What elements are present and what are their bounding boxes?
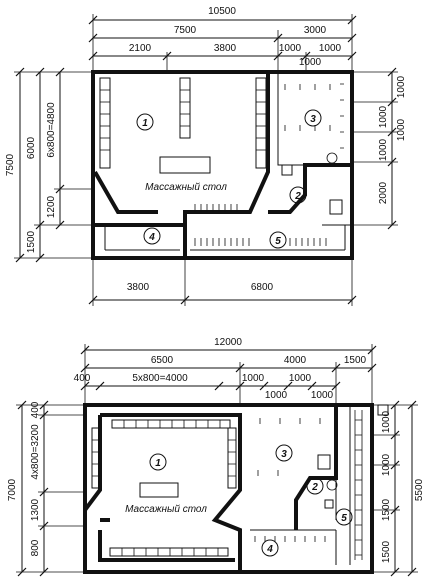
plan1-dim-left-panels: 6x800=4800 — [46, 102, 57, 158]
plan2-dim-left: 6500 — [151, 355, 174, 366]
plan1-dim-bottom-right: 6800 — [251, 282, 274, 293]
plan2-dim-left-top: 400 — [30, 401, 41, 418]
plan1-dim-right: 3000 — [304, 25, 327, 36]
plan2-massage-table — [139, 482, 179, 498]
plan1-room-1: 1 — [142, 118, 148, 129]
plan1-massage-table — [159, 156, 211, 174]
plan2-dim-right-r1: 1000 — [381, 410, 392, 433]
plan2-right-dimensions: 1000 1000 1500 1500 5500 — [372, 400, 425, 577]
plan1-bottom-dimensions: 3800 6800 — [88, 258, 357, 306]
plan1-room-labels: 1 2 3 4 5 Массажный стол — [136, 109, 322, 249]
plan2-dim-seg-e: 1000 — [265, 390, 288, 401]
plan1-equipment — [99, 77, 344, 246]
plan-2: 12000 6500 4000 1500 400 5x800=4000 1000… — [7, 337, 425, 577]
plan1-room-5: 5 — [275, 236, 281, 247]
plan1-dim-left: 7500 — [174, 25, 197, 36]
plan1-walls — [91, 70, 354, 260]
plan1-dim-overall: 10500 — [208, 6, 236, 17]
plan1-dim-right-r3: 1000 — [396, 118, 407, 141]
plan2-walls — [83, 403, 374, 574]
plan1-room-4: 4 — [148, 232, 155, 243]
plan2-room-labels: 1 2 3 4 5 Массажный стол — [125, 444, 353, 557]
plan1-dim-bottom-left: 3800 — [127, 282, 150, 293]
plan2-dim-mid: 4000 — [284, 355, 307, 366]
plan2-dim-seg-f: 1000 — [311, 390, 334, 401]
plan2-dim-left-mid: 1300 — [30, 498, 41, 521]
plan2-dim-seg-d: 1000 — [289, 373, 312, 384]
plan2-dim-seg-b: 5x800=4000 — [132, 373, 188, 384]
plan2-left-dimensions: 7000 400 4x800=3200 1300 800 — [7, 400, 85, 577]
plan2-dim-seg-a: 400 — [74, 373, 91, 384]
plan1-dim-left-inner: 6000 — [26, 136, 37, 159]
plan1-dim-seg-d: 1000 — [319, 43, 342, 54]
plan2-dim-right-overall: 5500 — [414, 478, 425, 501]
plan2-dim-right-r4: 1500 — [381, 540, 392, 563]
plan2-room-4: 4 — [266, 544, 273, 555]
plan2-dim-right: 1500 — [344, 355, 367, 366]
plan1-left-dimensions: 7500 6000 1500 6x800=4800 1200 — [5, 67, 93, 263]
plan1-right-dimensions: 1000 1000 1000 1000 2000 — [352, 67, 407, 230]
plan2-dim-left-bottom: 800 — [30, 539, 41, 556]
plan1-top-dimensions: 10500 7500 3000 2100 3800 1000 1000 1000 — [88, 6, 357, 72]
plan1-dim-seg-a: 2100 — [129, 43, 152, 54]
plan1-dim-right-r2: 1000 — [378, 105, 389, 128]
plan2-dim-left-panels: 4x800=3200 — [30, 424, 41, 480]
plan1-dim-right-r1: 1000 — [396, 75, 407, 98]
plan1-dim-seg-c: 1000 — [279, 43, 302, 54]
plan1-dim-left-lower: 1200 — [46, 195, 57, 218]
plan2-room-5: 5 — [341, 513, 347, 524]
plan1-dim-seg-b: 3800 — [214, 43, 237, 54]
plan1-dim-left-bottom: 1500 — [26, 230, 37, 253]
plan1-dim-left-overall: 7500 — [5, 153, 16, 176]
plan1-dim-right-r5: 2000 — [378, 181, 389, 204]
plan2-room-1: 1 — [155, 458, 161, 469]
plan1-room-2: 2 — [294, 191, 301, 202]
plan1-table-label: Массажный стол — [145, 182, 227, 193]
plan2-equipment — [91, 404, 389, 560]
plan-1: 10500 7500 3000 2100 3800 1000 1000 1000 — [5, 6, 407, 306]
plan2-dim-seg-c: 1000 — [242, 373, 265, 384]
plan1-dim-right-r4: 1000 — [378, 138, 389, 161]
plan1-dim-seg-e: 1000 — [299, 57, 322, 68]
plan2-dim-left-overall: 7000 — [7, 478, 18, 501]
plan2-room-3: 3 — [281, 449, 287, 460]
plan2-top-dimensions: 12000 6500 4000 1500 400 5x800=4000 1000… — [74, 337, 377, 405]
plan2-table-label: Массажный стол — [125, 504, 207, 515]
plan1-room-3: 3 — [310, 114, 316, 125]
plan2-room-2: 2 — [311, 482, 318, 493]
plan2-dim-overall: 12000 — [214, 337, 242, 348]
